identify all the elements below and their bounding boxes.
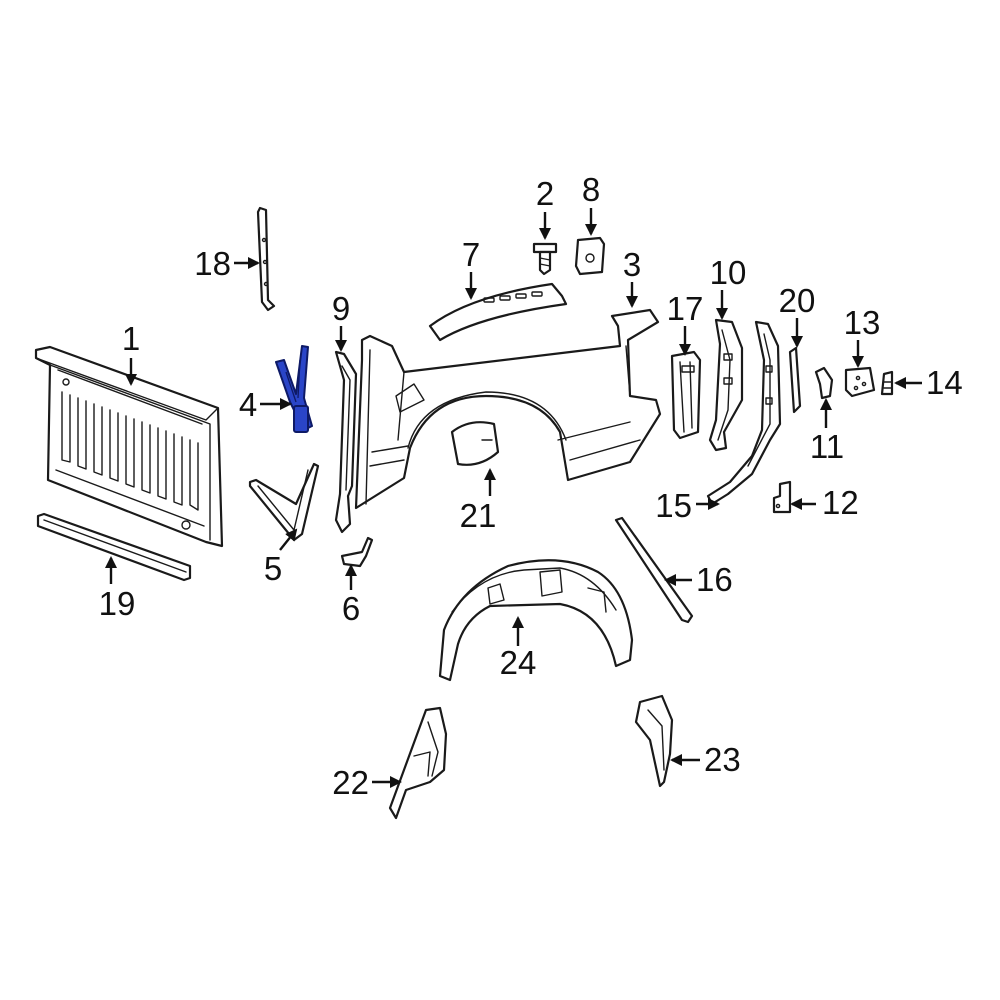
part-18-bracket-strip[interactable]	[256, 206, 276, 312]
part-16-long-strip[interactable]	[614, 516, 694, 624]
part-24-wheelhouse[interactable]	[438, 559, 634, 682]
leader-lines	[105, 208, 922, 788]
part-12-small-bracket[interactable]	[772, 480, 792, 514]
part-4-bracket-highlighted[interactable]	[275, 345, 313, 433]
callout-21: 21	[460, 497, 497, 534]
callout-10: 10	[710, 254, 747, 291]
part-11-small-bracket[interactable]	[814, 366, 834, 400]
callout-labels: 1 2 3 4 5 6 7 8 9 10 11 12 13 14 15 16 1…	[99, 171, 963, 801]
part-6-small-bracket[interactable]	[340, 536, 374, 568]
callout-1: 1	[122, 320, 140, 357]
part-15-curved-pillar[interactable]	[706, 320, 782, 506]
callout-17: 17	[667, 290, 704, 327]
callout-5: 5	[264, 550, 282, 587]
callout-14: 14	[926, 364, 963, 401]
callout-12: 12	[822, 484, 859, 521]
callout-22: 22	[332, 764, 369, 801]
callout-4: 4	[239, 386, 257, 423]
callout-9: 9	[332, 290, 350, 327]
callout-3: 3	[623, 246, 641, 283]
part-23-inner-panel[interactable]	[634, 694, 674, 788]
part-3-side-panel[interactable]	[354, 308, 662, 510]
callout-23: 23	[704, 741, 741, 778]
callout-8: 8	[582, 171, 600, 208]
part-22-inner-panel[interactable]	[388, 706, 448, 820]
callout-24: 24	[500, 644, 537, 681]
callout-15: 15	[655, 487, 692, 524]
callout-18: 18	[194, 245, 231, 282]
callout-16: 16	[696, 561, 733, 598]
callout-20: 20	[779, 282, 816, 319]
callout-19: 19	[99, 585, 136, 622]
part-1-front-panel[interactable]	[34, 345, 224, 548]
part-17-reinforcement[interactable]	[670, 350, 702, 440]
part-20-thin-strip[interactable]	[788, 346, 802, 414]
part-14-clip[interactable]	[880, 370, 894, 396]
part-8-clip[interactable]	[574, 236, 606, 276]
callout-13: 13	[844, 304, 881, 341]
callout-6: 6	[342, 590, 360, 627]
callout-2: 2	[536, 175, 554, 212]
callout-7: 7	[462, 236, 480, 273]
callout-11: 11	[810, 428, 844, 465]
part-2-bolt[interactable]	[532, 242, 558, 276]
part-7-upper-rail[interactable]	[428, 282, 568, 342]
part-10-pillar-bracket[interactable]	[708, 318, 744, 452]
part-5-v-brace[interactable]	[248, 462, 320, 542]
part-21-fuel-door[interactable]	[450, 421, 500, 466]
part-13-plate[interactable]	[844, 366, 876, 398]
part-9-vertical-bracket[interactable]	[334, 350, 358, 534]
part-19-panel-strip[interactable]	[36, 512, 192, 582]
